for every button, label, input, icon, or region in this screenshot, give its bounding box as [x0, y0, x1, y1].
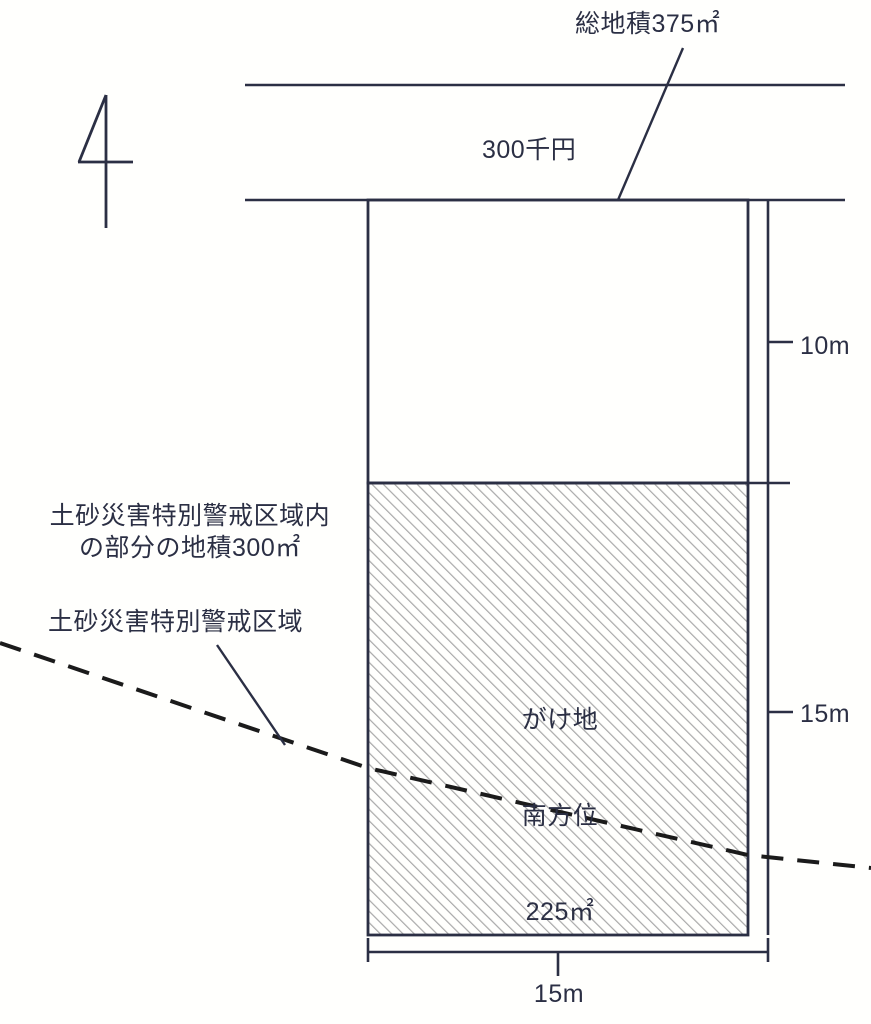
- label-price: 300千円: [482, 136, 577, 164]
- bottom-dimension-line: [366, 938, 770, 976]
- leader-line-zone-name: [216, 644, 286, 746]
- north-arrow-icon: [77, 94, 133, 228]
- label-total-area: 総地積375㎡: [575, 10, 721, 38]
- plot-upper-region: [366, 198, 750, 485]
- hatched-cliff-region: [366, 481, 750, 937]
- label-hazard-zone-name: 土砂災害特別警戒区域: [48, 608, 304, 636]
- label-dimension-frontage: 15m: [533, 980, 585, 1008]
- label-cliff-line3: 225㎡: [525, 898, 595, 926]
- label-cliff-line1: がけ地: [521, 706, 599, 734]
- right-dimension-line: [748, 200, 793, 935]
- label-dimension-upper-depth: 10m: [800, 332, 851, 360]
- leader-line-total-area: [616, 47, 685, 201]
- label-cliff-line2: 南方位: [521, 802, 599, 830]
- label-dimension-lower-depth: 15m: [800, 700, 851, 728]
- label-hazard-zone-area-line1: 土砂災害特別警戒区域内: [49, 502, 331, 530]
- label-cliff-block: がけ地 南方位 225㎡: [460, 640, 660, 992]
- label-hazard-zone-area: 土砂災害特別警戒区域内 の部分の地積300㎡: [10, 468, 340, 596]
- label-hazard-zone-area-line2: の部分の地積300㎡: [79, 534, 301, 562]
- hazard-zone-boundary-dashed: [0, 641, 871, 870]
